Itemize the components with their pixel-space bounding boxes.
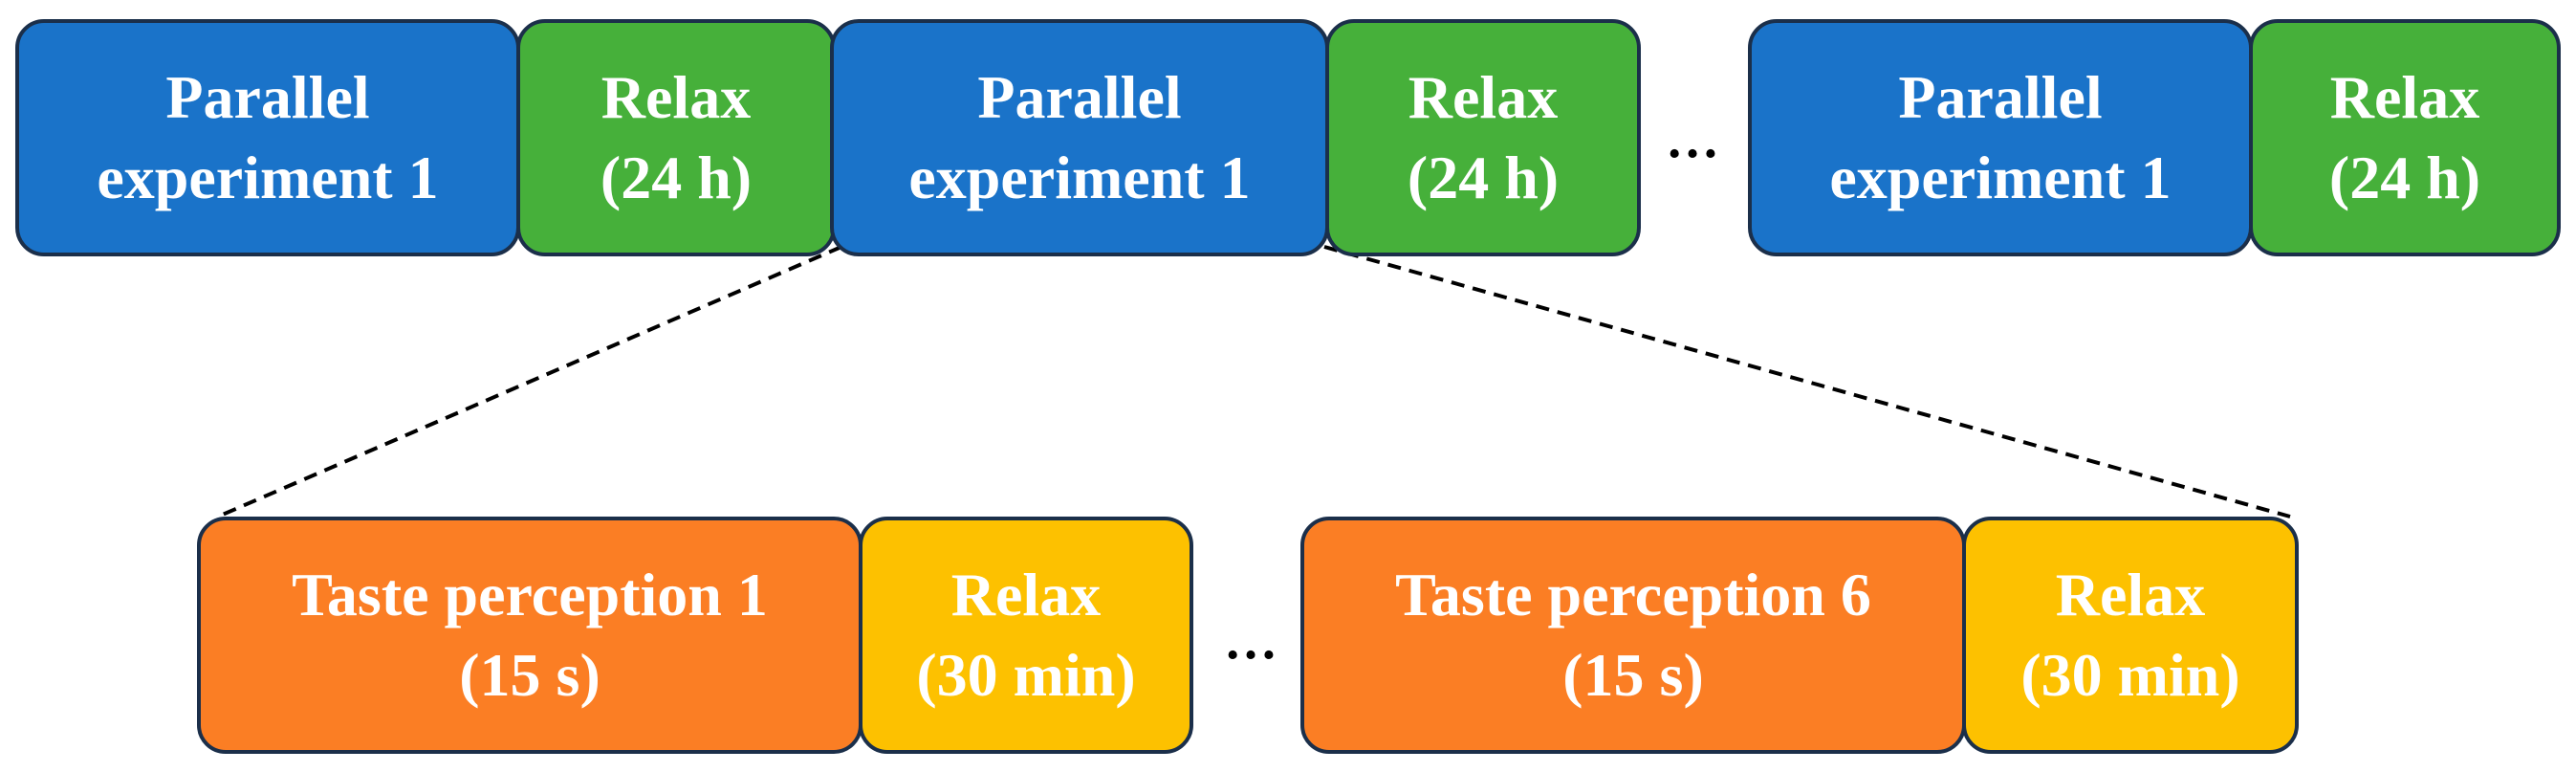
box-label-line2: experiment 1 — [1829, 143, 2172, 211]
parallel-experiment-box-3: Parallel experiment 1 — [1748, 19, 2253, 256]
box-label-line1: Parallel — [1898, 62, 2103, 131]
box-label-line1: Taste perception 6 — [1395, 560, 1871, 629]
relax-30min-box-1: Relax (30 min) — [859, 517, 1193, 754]
parallel-experiment-box-1: Parallel experiment 1 — [15, 19, 520, 256]
box-label-line2: (15 s) — [1562, 641, 1704, 709]
box-label-line2: experiment 1 — [97, 143, 439, 211]
box-label-line1: Relax — [600, 62, 752, 131]
relax-30min-box-2: Relax (30 min) — [1962, 517, 2299, 754]
relax-24h-box-1: Relax (24 h) — [516, 19, 836, 256]
parallel-experiment-box-2: Parallel experiment 1 — [830, 19, 1329, 256]
taste-perception-box-1: Taste perception 1 (15 s) — [197, 517, 862, 754]
box-label-line1: Parallel — [165, 62, 370, 131]
relax-24h-box-3: Relax (24 h) — [2249, 19, 2561, 256]
box-label-line2: (24 h) — [2328, 143, 2481, 211]
box-label-line1: Taste perception 1 — [292, 560, 768, 629]
box-label-line2: experiment 1 — [908, 143, 1251, 211]
box-label-line2: (15 s) — [459, 641, 600, 709]
taste-perception-box-6: Taste perception 6 (15 s) — [1300, 517, 1966, 754]
box-label-line1: Relax — [2329, 62, 2480, 131]
box-label-line1: Relax — [1408, 62, 1559, 131]
connector-left — [217, 245, 842, 518]
box-label-line1: Relax — [950, 560, 1102, 629]
box-label-line2: (30 min) — [916, 641, 1136, 709]
ellipsis-bottom: … — [1224, 611, 1277, 671]
box-label-line2: (24 h) — [600, 143, 753, 211]
box-label-line2: (30 min) — [2020, 641, 2240, 709]
ellipsis-top: … — [1666, 110, 1719, 169]
box-label-line1: Relax — [2055, 560, 2206, 629]
box-label-line1: Parallel — [977, 62, 1182, 131]
relax-24h-box-2: Relax (24 h) — [1325, 19, 1641, 256]
connector-right — [1323, 245, 2291, 518]
box-label-line2: (24 h) — [1407, 143, 1560, 211]
